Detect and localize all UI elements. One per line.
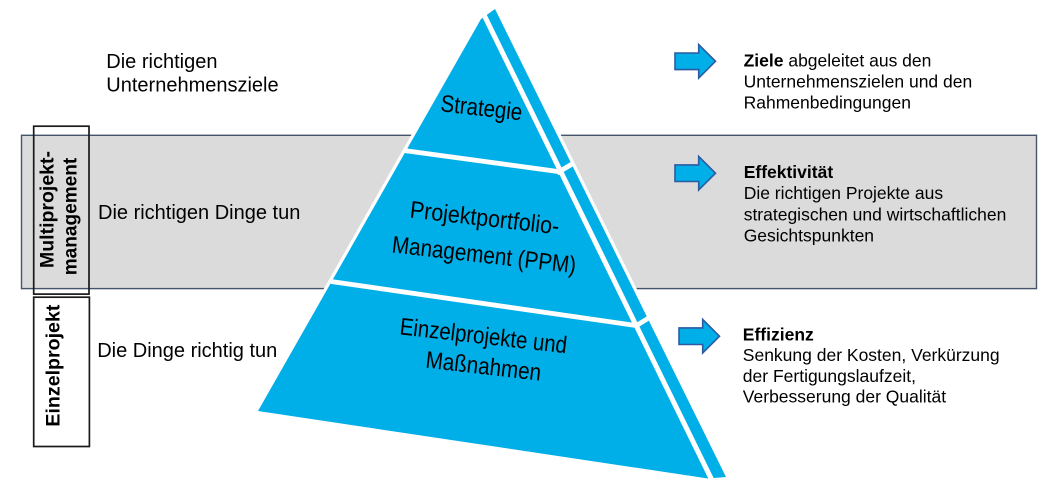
svg-text:Die richtigen: Die richtigen [106,51,217,73]
svg-text:Unternehmensziele: Unternehmensziele [106,75,278,97]
svg-text:Die richtigen Projekte aus: Die richtigen Projekte aus [744,183,944,203]
svg-text:management: management [60,157,82,275]
svg-text:Effizienz: Effizienz [743,324,814,344]
svg-text:Senkung der Kosten, Verkürzung: Senkung der Kosten, Verkürzung [743,345,1000,365]
svg-text:Verbesserung der Qualität: Verbesserung der Qualität [743,387,946,407]
svg-text:Effektivität: Effektivität [744,162,834,182]
svg-text:strategischen und wirtschaftli: strategischen und wirtschaftlichen [744,204,1007,224]
svg-text:Die Dinge richtig tun: Die Dinge richtig tun [97,340,277,362]
svg-text:Ziele abgeleitet aus den: Ziele abgeleitet aus den [744,51,932,71]
svg-text:Multiprojekt-: Multiprojekt- [37,151,59,268]
svg-text:Die richtigen Dinge tun: Die richtigen Dinge tun [98,202,300,224]
svg-text:Einzelprojekt: Einzelprojekt [43,304,65,426]
svg-text:Rahmenbedingungen: Rahmenbedingungen [744,93,911,113]
svg-text:Unternehmenszielen und den: Unternehmenszielen und den [744,72,973,92]
svg-text:der Fertigungslaufzeit,: der Fertigungslaufzeit, [743,366,916,386]
svg-text:Gesichtspunkten: Gesichtspunkten [744,225,874,245]
